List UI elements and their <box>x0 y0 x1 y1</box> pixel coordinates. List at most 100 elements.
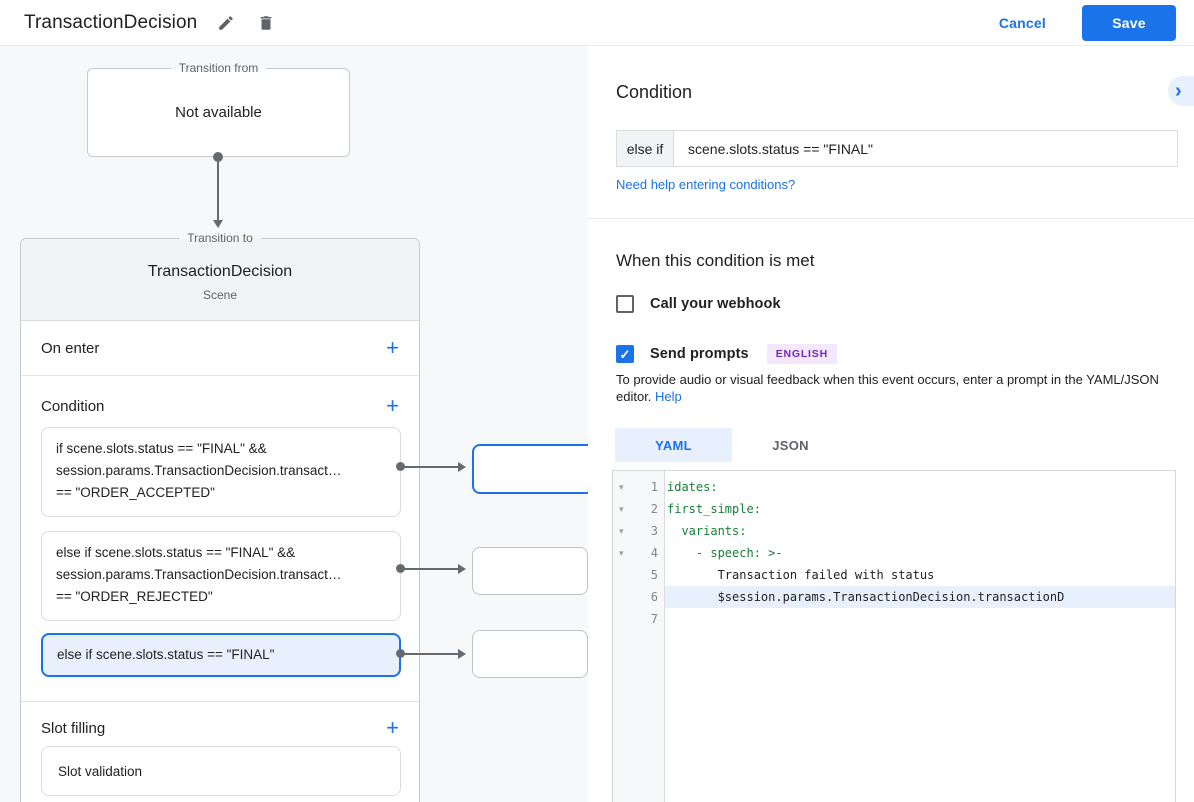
code-line: variants: <box>667 524 747 538</box>
condition-section-header: Condition + <box>21 391 419 421</box>
tab-json[interactable]: JSON <box>732 428 849 462</box>
scene-header: TransactionDecision Scene <box>21 239 419 321</box>
send-prompts-label: Send prompts <box>650 346 749 362</box>
top-bar: TransactionDecision Cancel Save <box>0 0 1194 46</box>
cancel-button[interactable]: Cancel <box>998 14 1046 31</box>
arrow-right-icon <box>458 564 466 574</box>
code-line <box>665 608 1175 630</box>
transition-to-legend: Transition to <box>179 231 261 246</box>
transition-target-box[interactable] <box>472 630 588 678</box>
call-webhook-checkbox[interactable] <box>616 295 634 313</box>
arrow-down-icon <box>213 220 223 228</box>
arrow-right-icon <box>458 462 466 472</box>
connector-line <box>404 568 460 570</box>
chevron-right-icon: › <box>1175 79 1182 102</box>
prompt-description-text: To provide audio or visual feedback when… <box>616 372 1159 404</box>
condition-line: == "ORDER_ACCEPTED" <box>56 485 215 500</box>
gutter-row: ▾ 2 <box>613 498 664 520</box>
prompt-help-link[interactable]: Help <box>655 389 682 404</box>
scene-name: TransactionDecision <box>147 263 293 280</box>
code-line: Transaction failed with status <box>667 568 935 582</box>
add-slot-button[interactable]: + <box>386 715 399 740</box>
add-condition-button[interactable]: + <box>386 393 399 418</box>
condition-line: if scene.slots.status == "FINAL" && <box>56 441 267 456</box>
transition-target-box-selected[interactable] <box>472 444 588 494</box>
gutter-row: ▾ 1 <box>613 476 664 498</box>
code-line: - speech: >- <box>667 546 783 560</box>
fold-arrow-icon[interactable]: ▾ <box>619 526 624 536</box>
when-condition-met-title: When this condition is met <box>616 251 815 270</box>
conditions-help-link[interactable]: Need help entering conditions? <box>616 177 796 192</box>
connector-line <box>404 653 460 655</box>
connector-dot <box>213 152 223 162</box>
condition-line: session.params.TransactionDecision.trans… <box>56 567 342 582</box>
condition-card-rejected[interactable]: else if scene.slots.status == "FINAL" &&… <box>41 531 401 621</box>
condition-section-label: Condition <box>41 397 105 415</box>
panel-title: Condition <box>616 82 693 102</box>
condition-card-final-selected[interactable]: else if scene.slots.status == "FINAL" <box>41 633 401 677</box>
line-number: 2 <box>650 502 658 516</box>
line-number: 3 <box>650 524 658 538</box>
line-number: 5 <box>650 568 658 582</box>
connector-dot <box>396 649 405 658</box>
tab-yaml[interactable]: YAML <box>615 428 732 462</box>
collapse-panel-button[interactable]: › <box>1168 76 1194 106</box>
code-line: first_simple: <box>667 502 761 516</box>
fold-arrow-icon[interactable]: ▾ <box>619 504 624 514</box>
condition-input-row: else if <box>616 130 1178 167</box>
condition-prefix: else if <box>617 131 674 166</box>
gutter-row: ▾ 3 <box>613 520 664 542</box>
fold-arrow-icon[interactable]: ▾ <box>619 482 624 492</box>
slot-validation-card[interactable]: Slot validation <box>41 746 401 796</box>
condition-detail-panel: Condition › else if Need help entering c… <box>588 46 1194 802</box>
scene-type: Scene <box>202 288 238 302</box>
gutter-row: ▾ 4 <box>613 542 664 564</box>
code-line: idates: <box>667 480 718 494</box>
call-webhook-label: Call your webhook <box>650 296 781 312</box>
send-prompts-row: ✓ Send prompts ENGLISH <box>616 344 837 364</box>
connector-line <box>404 466 460 468</box>
transition-target-box[interactable] <box>472 547 588 595</box>
panel-divider <box>588 218 1194 219</box>
transition-to-box: Transition to TransactionDecision Scene … <box>20 231 420 802</box>
condition-line: == "ORDER_REJECTED" <box>56 589 213 604</box>
code-area[interactable]: idates: first_simple: variants: - speech… <box>665 471 1175 802</box>
prompt-description: To provide audio or visual feedback when… <box>616 371 1172 405</box>
condition-card-accepted[interactable]: if scene.slots.status == "FINAL" && sess… <box>41 427 401 517</box>
condition-line: else if scene.slots.status == "FINAL" <box>57 647 275 662</box>
page-title: TransactionDecision <box>24 11 198 33</box>
condition-line: else if scene.slots.status == "FINAL" && <box>56 545 296 560</box>
fold-arrow-icon[interactable]: ▾ <box>619 548 624 558</box>
edit-scene-button[interactable] <box>213 10 239 36</box>
delete-scene-button[interactable] <box>253 10 279 36</box>
slot-filling-label: Slot filling <box>41 719 106 737</box>
slot-validation-label: Slot validation <box>58 763 143 779</box>
yaml-code-editor[interactable]: ▾ 1 ▾ 2 ▾ 3 ▾ 4 5 <box>612 470 1176 802</box>
transition-from-box: Transition from Not available <box>87 61 350 157</box>
line-number: 7 <box>650 612 658 626</box>
flow-canvas: Transition from Not available Transition… <box>0 46 588 802</box>
transition-from-value: Not available <box>175 104 262 121</box>
connector-line <box>217 161 219 220</box>
gutter-row: 5 <box>613 564 664 586</box>
line-number: 4 <box>650 546 658 560</box>
connector-dot <box>396 564 405 573</box>
section-divider <box>21 701 419 702</box>
save-button[interactable]: Save <box>1082 4 1176 41</box>
send-prompts-checkbox[interactable]: ✓ <box>616 345 634 363</box>
condition-input[interactable] <box>674 131 1177 166</box>
line-number: 6 <box>650 590 658 604</box>
language-badge: ENGLISH <box>766 344 837 364</box>
gutter-row: 7 <box>613 608 664 630</box>
condition-line: session.params.TransactionDecision.trans… <box>56 463 342 478</box>
transition-from-legend: Transition from <box>170 61 267 76</box>
trash-icon <box>257 14 275 32</box>
code-line-selected: $session.params.TransactionDecision.tran… <box>665 586 1175 608</box>
add-on-enter-button[interactable]: + <box>386 335 399 360</box>
on-enter-row[interactable]: On enter + <box>21 321 419 376</box>
check-icon: ✓ <box>619 346 631 362</box>
arrow-right-icon <box>458 649 466 659</box>
connector-dot <box>396 462 405 471</box>
editor-tabs: YAML JSON <box>615 428 849 462</box>
